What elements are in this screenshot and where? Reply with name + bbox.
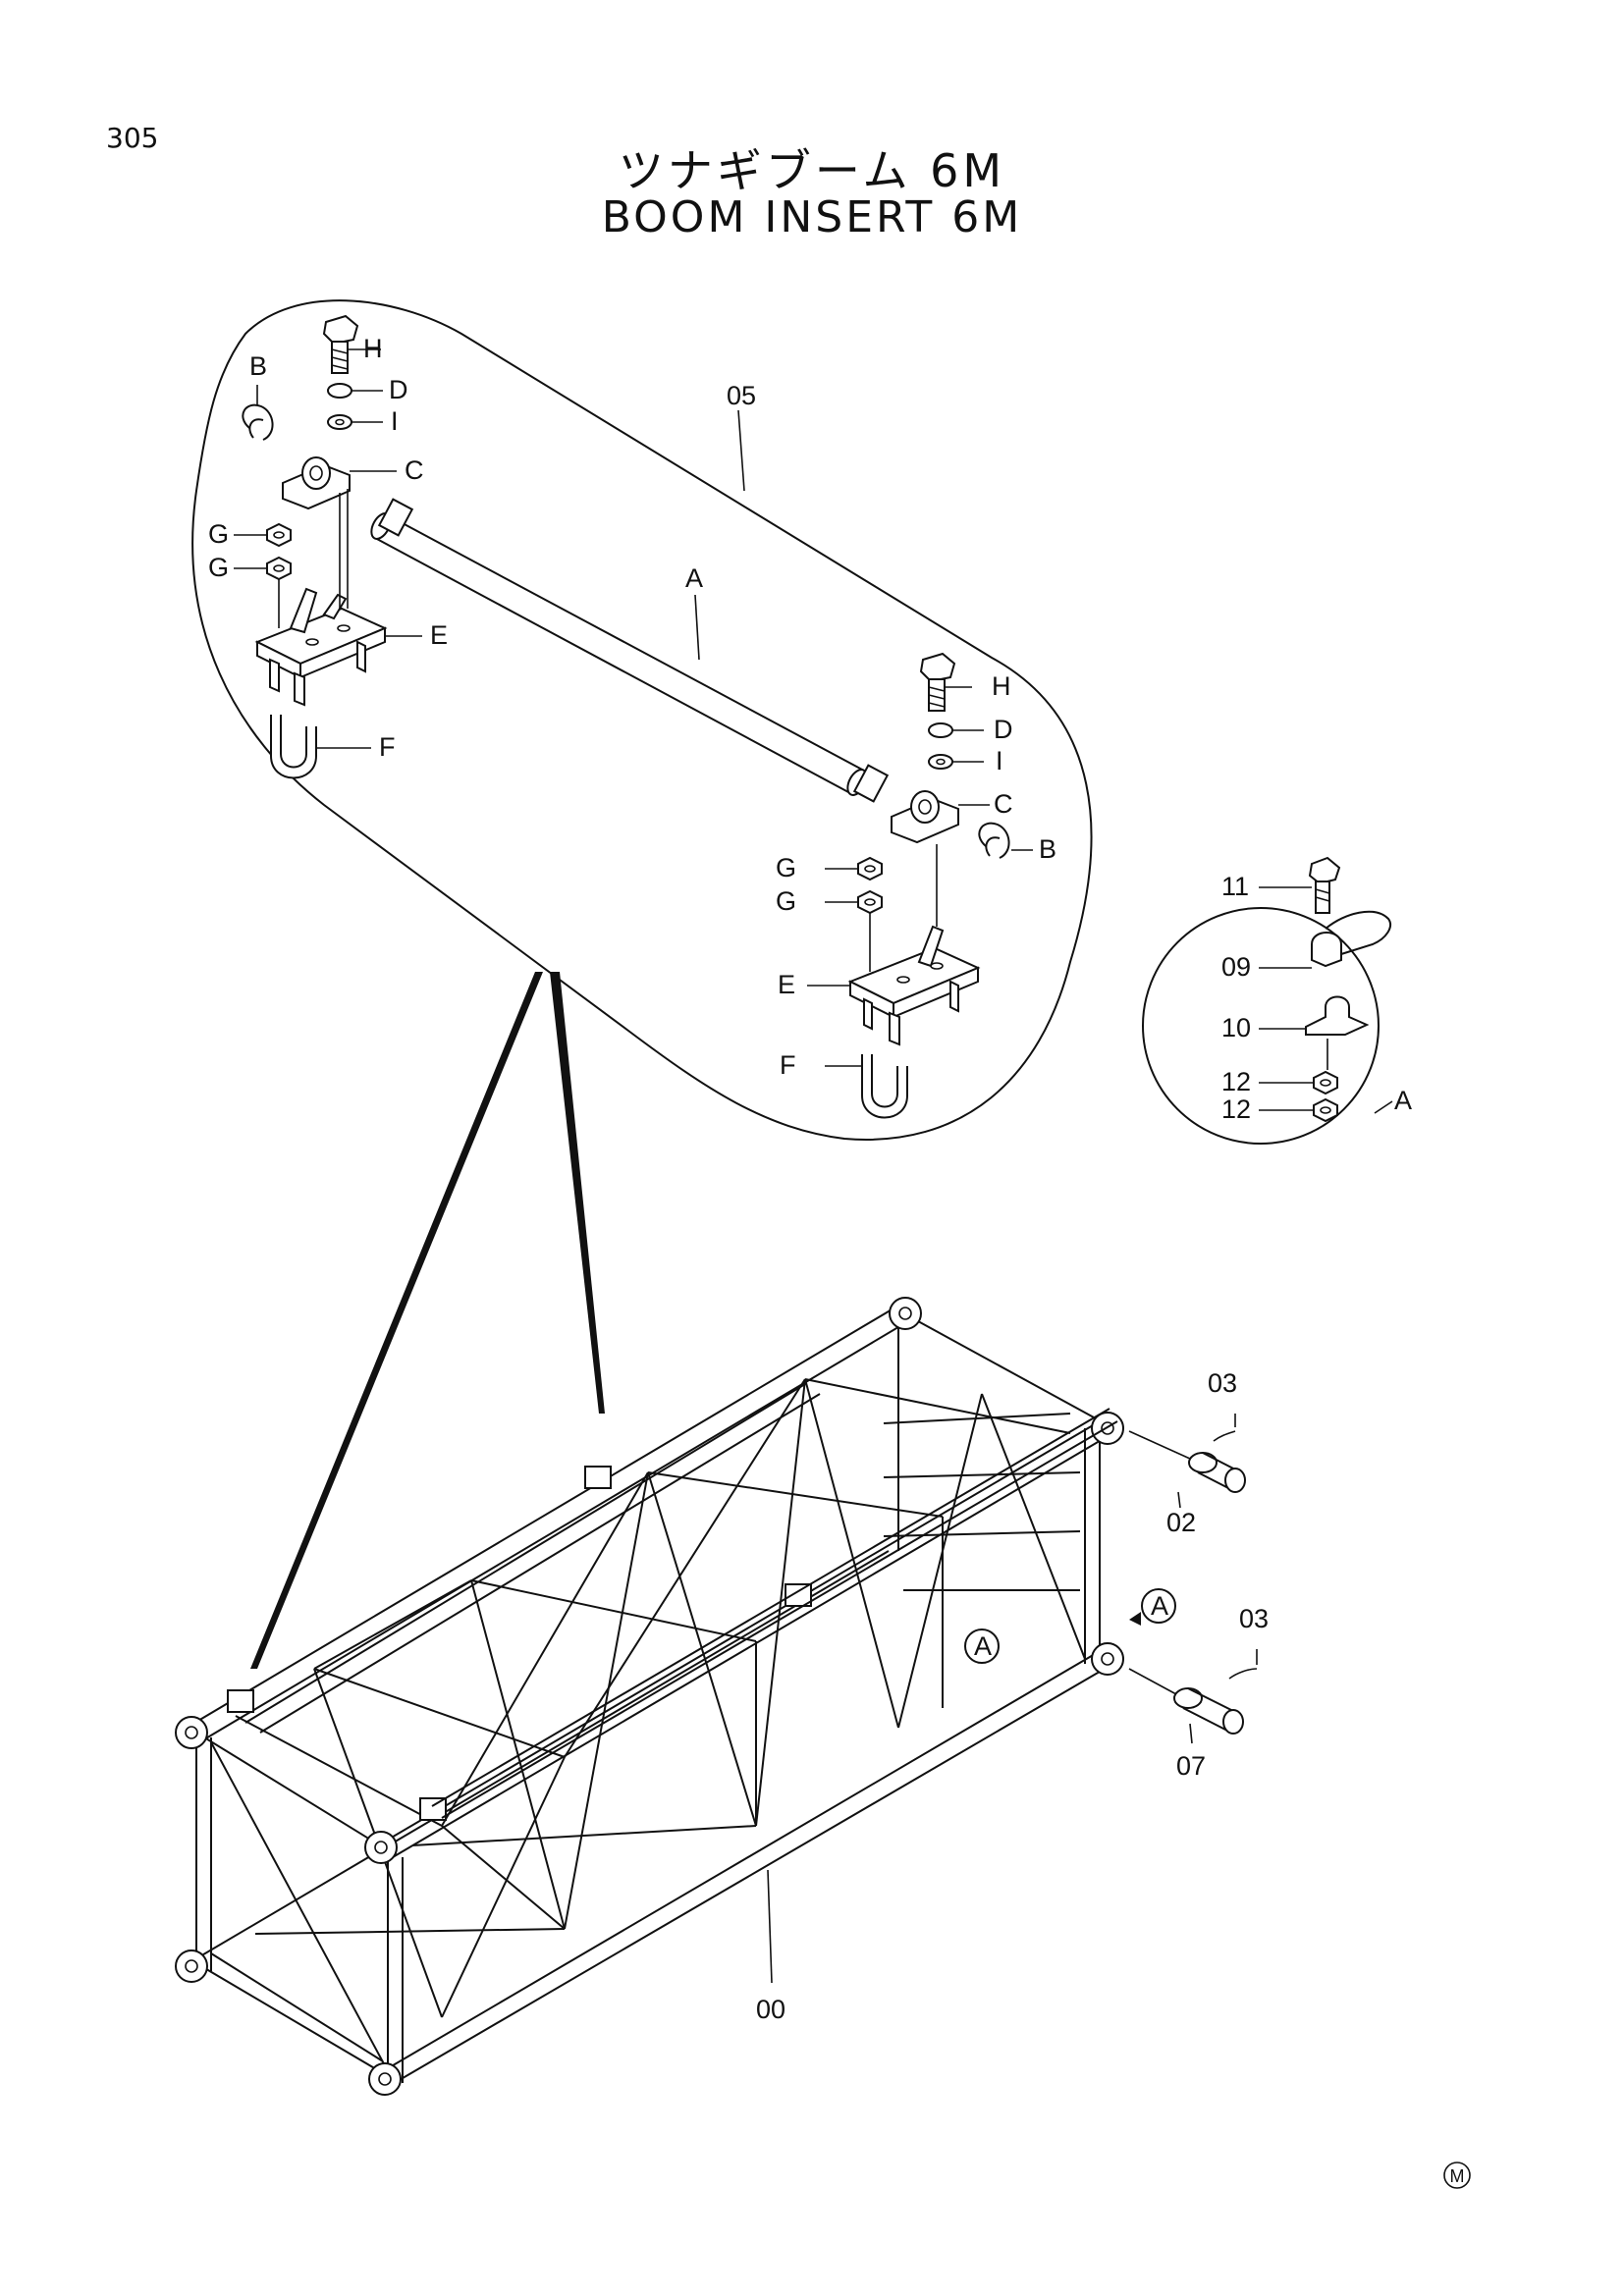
label-c-upper: C [405,455,424,485]
circled-m-text: M [1450,2166,1465,2186]
leader-05 [737,409,745,492]
boom-lattice [175,1297,1258,2096]
title-english: BOOM INSERT 6M [601,192,1023,242]
label-a-detail: A [1394,1086,1412,1115]
label-03-upper: 03 [1208,1368,1237,1398]
label-02: 02 [1166,1508,1196,1537]
label-12-a: 12 [1221,1067,1251,1096]
label-h-upper: H [363,334,383,363]
label-e-upper: E [430,620,448,650]
circled-m-mark: M [1443,2162,1471,2189]
label-f-lower: F [780,1050,796,1080]
label-11: 11 [1221,872,1249,901]
label-h-lower: H [992,671,1011,701]
label-12-b: 12 [1221,1095,1251,1124]
detail-bubble [191,299,1093,1669]
label-b-upper: B [249,351,267,381]
label-c-lower: C [994,789,1013,819]
label-09: 09 [1221,952,1251,982]
label-03-lower: 03 [1239,1604,1269,1633]
label-00: 00 [756,1995,785,2024]
label-e-lower: E [778,970,795,999]
leader-a [694,594,700,661]
label-i-upper: I [391,406,399,436]
label-d-lower: D [994,715,1013,744]
callout-a-2: A [1151,1591,1168,1621]
label-i-lower: I [996,746,1003,775]
label-10: 10 [1221,1013,1251,1042]
label-g-lower-1: G [776,853,796,882]
label-g-upper-2: G [208,553,229,582]
callout-a-1: A [974,1631,992,1661]
label-07: 07 [1176,1751,1206,1781]
label-g-lower-2: G [776,886,796,916]
shaft-part-a [370,498,890,803]
detail-a-circle [1142,856,1393,1145]
label-g-upper-1: G [208,519,229,549]
right-hardware-stack [807,652,1033,1119]
page-number: 305 [106,122,159,154]
title-japanese: ツナギブーム 6M [618,144,1006,197]
label-f-upper: F [379,732,396,762]
left-hardware-stack [234,314,422,779]
label-a-shaft: A [685,563,703,593]
label-05: 05 [727,381,756,410]
label-d-upper: D [389,375,408,404]
label-b-lower: B [1039,834,1056,864]
